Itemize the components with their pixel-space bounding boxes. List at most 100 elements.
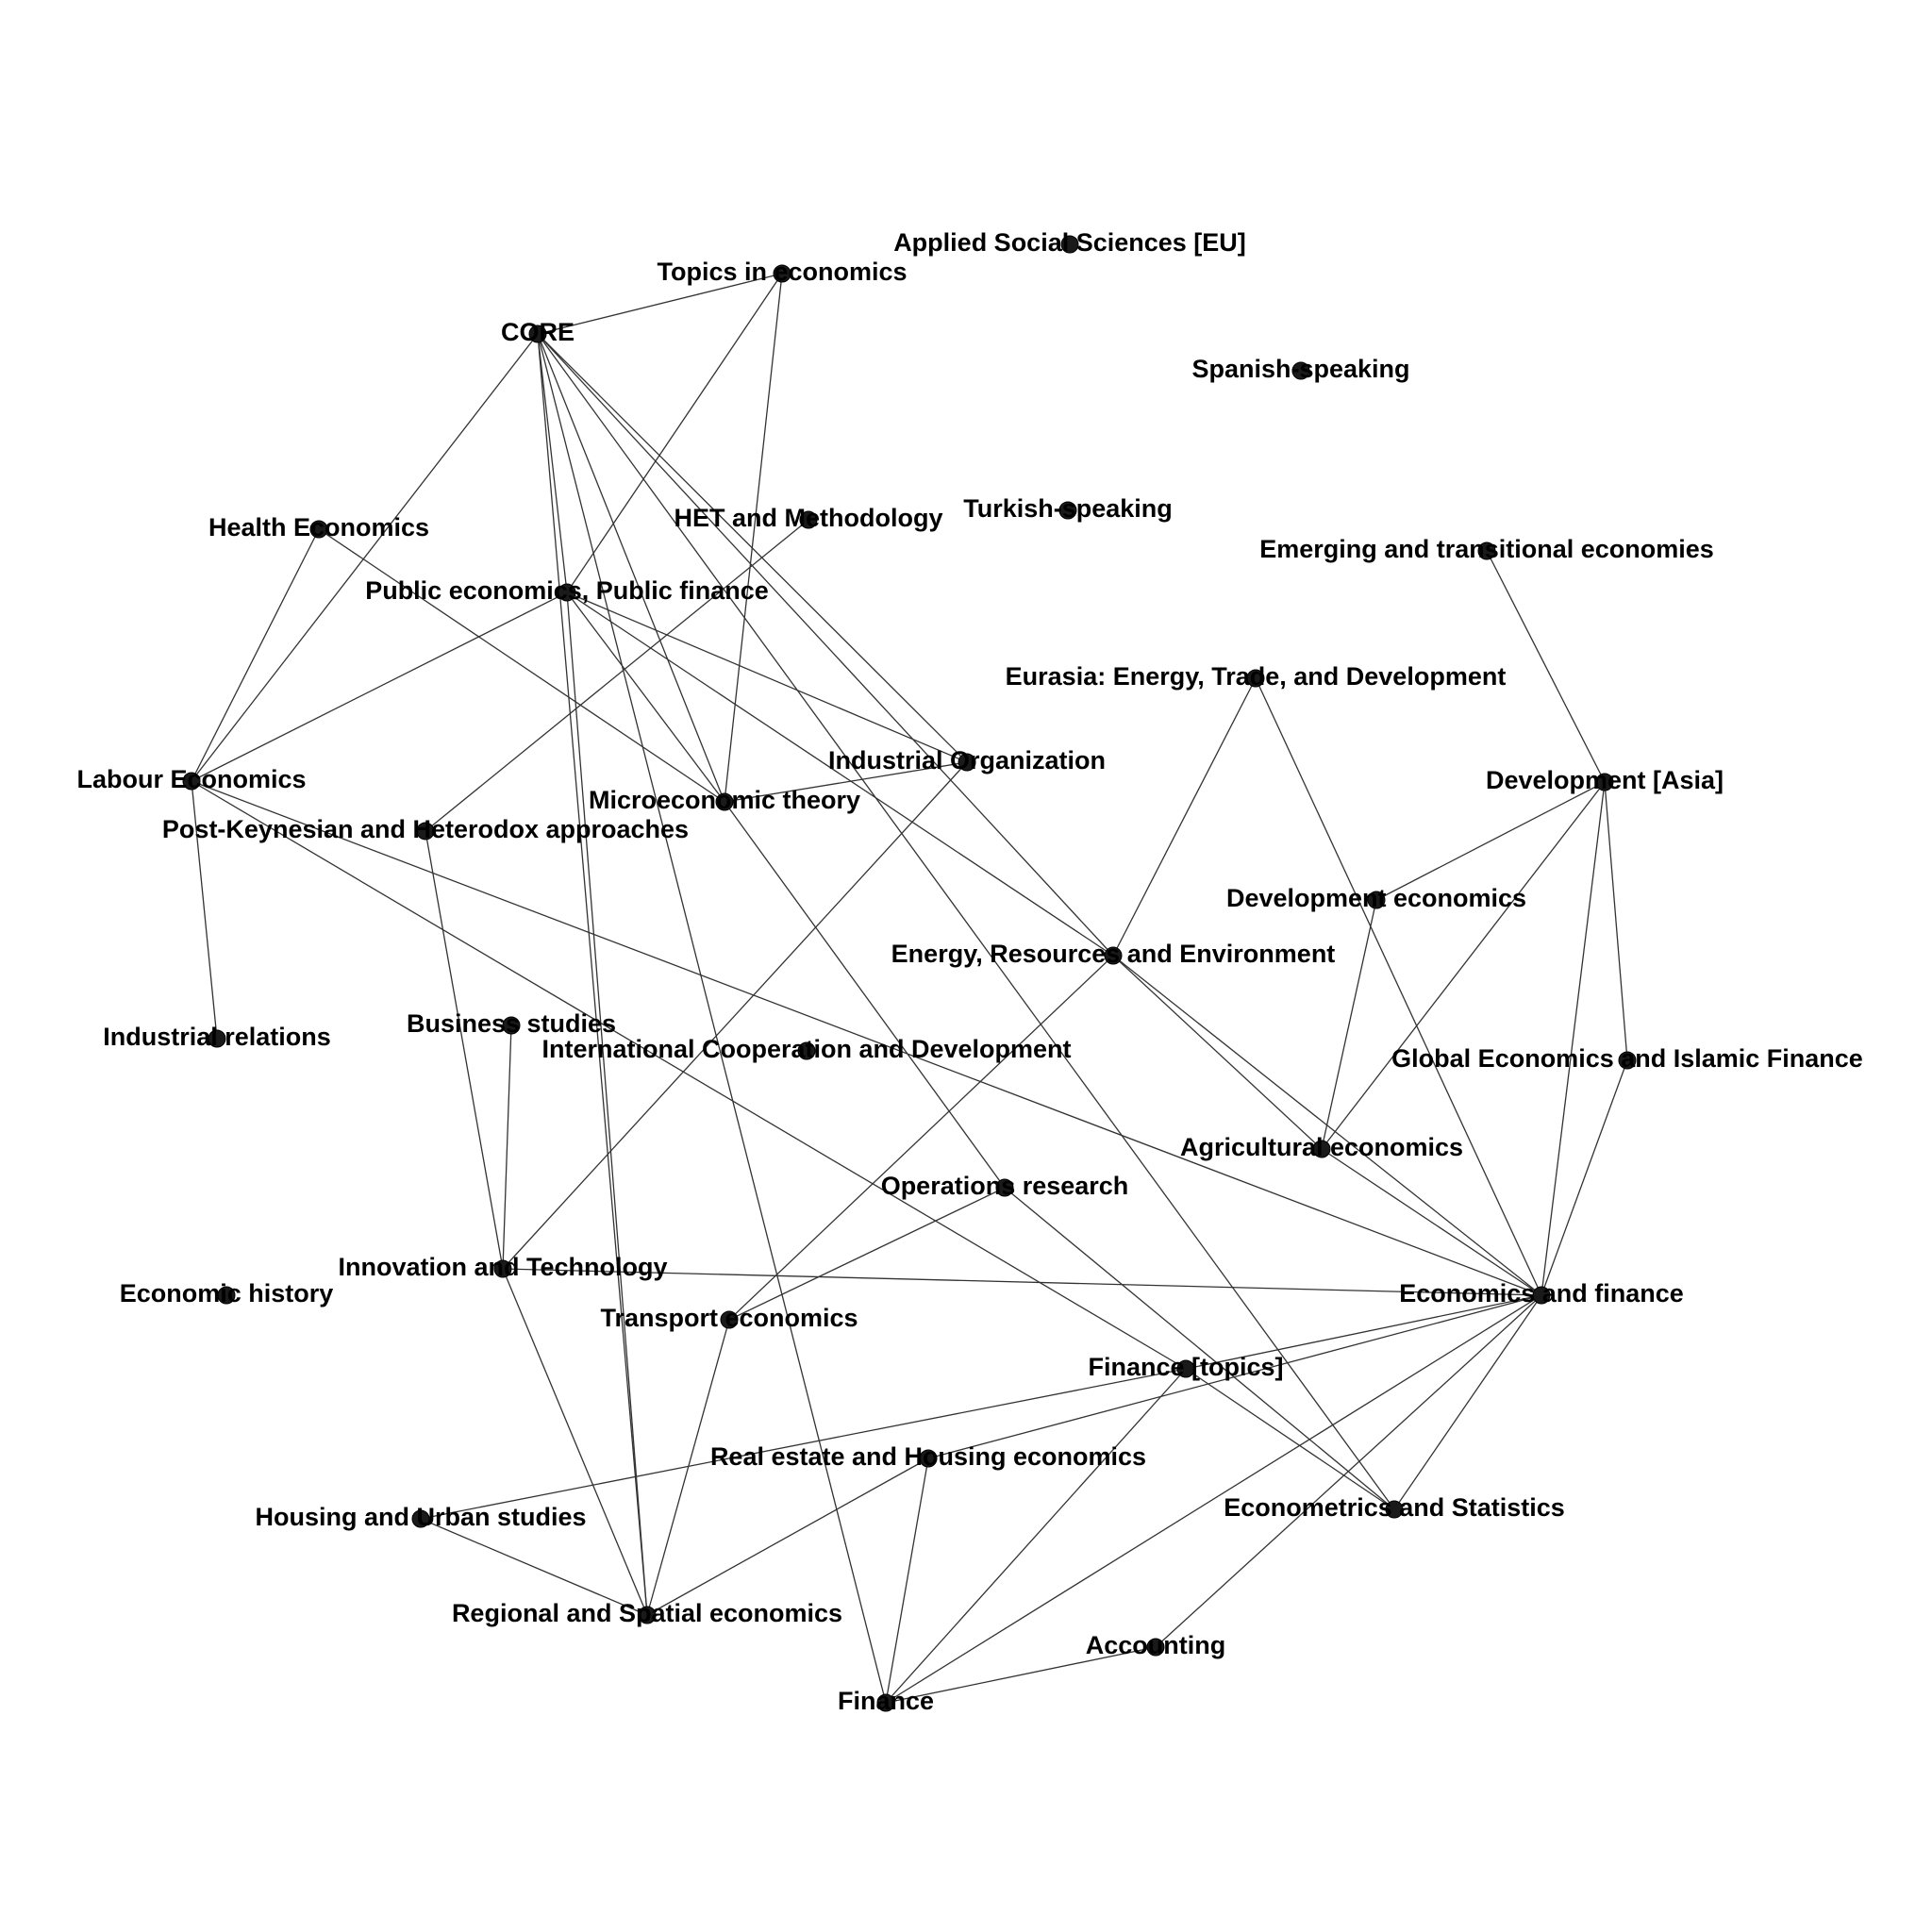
node-public — [558, 583, 576, 602]
node-real-estate — [919, 1449, 938, 1468]
node-label-intl-coop: International Cooperation and Developmen… — [541, 1035, 1071, 1063]
node-dev-asia — [1595, 773, 1614, 791]
node-business — [502, 1016, 521, 1035]
node-label-econometrics: Econometrics and Statistics — [1224, 1493, 1565, 1522]
edge-core-econometrics — [537, 333, 1395, 1510]
edge-labour-econ-finance — [191, 780, 1542, 1296]
edge-finance-topics-housing-urban — [420, 1368, 1187, 1520]
node-label-regional: Regional and Spatial economics — [452, 1599, 842, 1627]
node-eurasia — [1246, 669, 1265, 688]
node-label-spanish: Spanish-speaking — [1191, 355, 1409, 383]
edge-global-islamic-econ-finance — [1541, 1059, 1628, 1296]
node-label-core: CORE — [501, 318, 575, 346]
node-label-accounting: Accounting — [1086, 1631, 1226, 1659]
node-operations — [995, 1178, 1014, 1197]
edge-labour-finance-topics — [191, 780, 1187, 1370]
edge-econ-finance-real-estate — [927, 1294, 1542, 1459]
node-label-dev-asia: Development [Asia] — [1486, 766, 1724, 794]
edge-transport-regional — [646, 1319, 730, 1616]
edge-innovation-econ-finance — [502, 1268, 1542, 1296]
edge-core-energy — [537, 333, 1114, 957]
node-het — [799, 510, 818, 529]
node-label-turkish: Turkish-speaking — [963, 494, 1173, 523]
node-topics-econ — [773, 264, 791, 283]
node-label-applied-social: Applied Social Sciences [EU] — [893, 228, 1246, 257]
edge-dev-econ-agri — [1321, 899, 1377, 1150]
node-label-industrial-org: Industrial Organization — [828, 746, 1106, 774]
edge-micro-operations — [724, 801, 1006, 1189]
edge-labour-industrial-rel — [191, 780, 218, 1040]
node-label-real-estate: Real estate and Housing economics — [710, 1442, 1146, 1471]
node-label-housing-urban: Housing and Urban studies — [255, 1503, 586, 1531]
node-label-industrial-rel: Industrial relations — [103, 1023, 331, 1051]
edge-public-energy — [566, 591, 1114, 957]
edge-industrial-org-innovation — [502, 761, 968, 1270]
edge-energy-transport — [728, 955, 1114, 1321]
edge-topics-econ-public — [566, 273, 783, 593]
node-spanish — [1291, 361, 1310, 380]
edge-layer — [191, 273, 1628, 1704]
node-finance — [876, 1693, 895, 1712]
edge-operations-transport — [728, 1187, 1006, 1321]
node-agri — [1312, 1140, 1331, 1158]
edge-core-topics-econ — [537, 273, 783, 335]
node-label-agri: Agricultural economics — [1180, 1133, 1463, 1161]
node-label-postkeynesian: Post-Keynesian and Heterodox approaches — [162, 815, 689, 843]
node-label-operations: Operations research — [881, 1172, 1129, 1200]
edge-energy-econ-finance — [1112, 955, 1542, 1296]
edge-operations-econometrics — [1004, 1187, 1395, 1510]
node-econ-finance — [1532, 1286, 1551, 1305]
node-core — [528, 325, 547, 343]
node-industrial-rel — [208, 1029, 226, 1048]
edge-public-micro — [566, 591, 725, 803]
edge-het-postkeynesian — [425, 519, 809, 832]
edge-business-innovation — [502, 1024, 512, 1270]
edge-real-estate-regional — [646, 1457, 929, 1616]
node-label-econ-finance: Economics and finance — [1399, 1279, 1684, 1307]
node-finance-topics — [1176, 1359, 1195, 1378]
node-industrial-org — [958, 753, 976, 772]
node-micro — [715, 792, 734, 811]
edge-eurasia-econ-finance — [1255, 677, 1542, 1296]
node-dev-econ — [1367, 891, 1386, 909]
node-accounting — [1146, 1638, 1165, 1657]
edge-econ-finance-econometrics — [1393, 1294, 1542, 1510]
node-label-energy: Energy, Resources and Environment — [891, 940, 1336, 968]
node-innovation — [493, 1259, 512, 1278]
node-label-finance: Finance — [838, 1687, 934, 1715]
edge-agri-econ-finance — [1321, 1148, 1542, 1296]
edge-public-regional — [566, 591, 648, 1616]
node-emerging — [1477, 541, 1496, 560]
node-label-labour: Labour Economics — [76, 765, 306, 793]
edge-dev-asia-agri — [1321, 781, 1606, 1150]
edge-energy-agri — [1112, 955, 1323, 1150]
edge-postkeynesian-innovation — [425, 830, 504, 1270]
edge-dev-asia-econ-finance — [1541, 781, 1606, 1296]
node-regional — [638, 1606, 657, 1624]
node-intl-coop — [797, 1041, 816, 1060]
edge-finance-topics-finance — [885, 1368, 1187, 1704]
node-transport — [720, 1310, 739, 1329]
edge-core-public — [537, 333, 568, 593]
edge-public-industrial-org — [566, 591, 968, 763]
edge-econ-finance-finance — [885, 1294, 1542, 1704]
edge-housing-urban-regional — [420, 1518, 648, 1616]
edge-emerging-dev-asia — [1486, 550, 1606, 783]
edge-innovation-regional — [502, 1268, 648, 1616]
node-turkish — [1058, 501, 1077, 520]
node-label-micro: Microeconomic theory — [589, 786, 860, 814]
node-label-topics-econ: Topics in economics — [657, 258, 907, 286]
node-layer — [182, 235, 1637, 1712]
node-label-econ-history: Economic history — [120, 1279, 334, 1307]
edge-eurasia-energy — [1112, 677, 1257, 957]
node-global-islamic — [1618, 1051, 1637, 1070]
node-postkeynesian — [416, 822, 435, 841]
node-housing-urban — [411, 1509, 430, 1528]
node-label-dev-econ: Development economics — [1226, 884, 1526, 912]
edge-public-labour — [191, 591, 568, 782]
node-label-eurasia: Eurasia: Energy, Trade, and Development — [1006, 662, 1507, 691]
node-label-het: HET and Methodology — [675, 504, 943, 532]
edge-topics-econ-micro — [724, 273, 783, 803]
